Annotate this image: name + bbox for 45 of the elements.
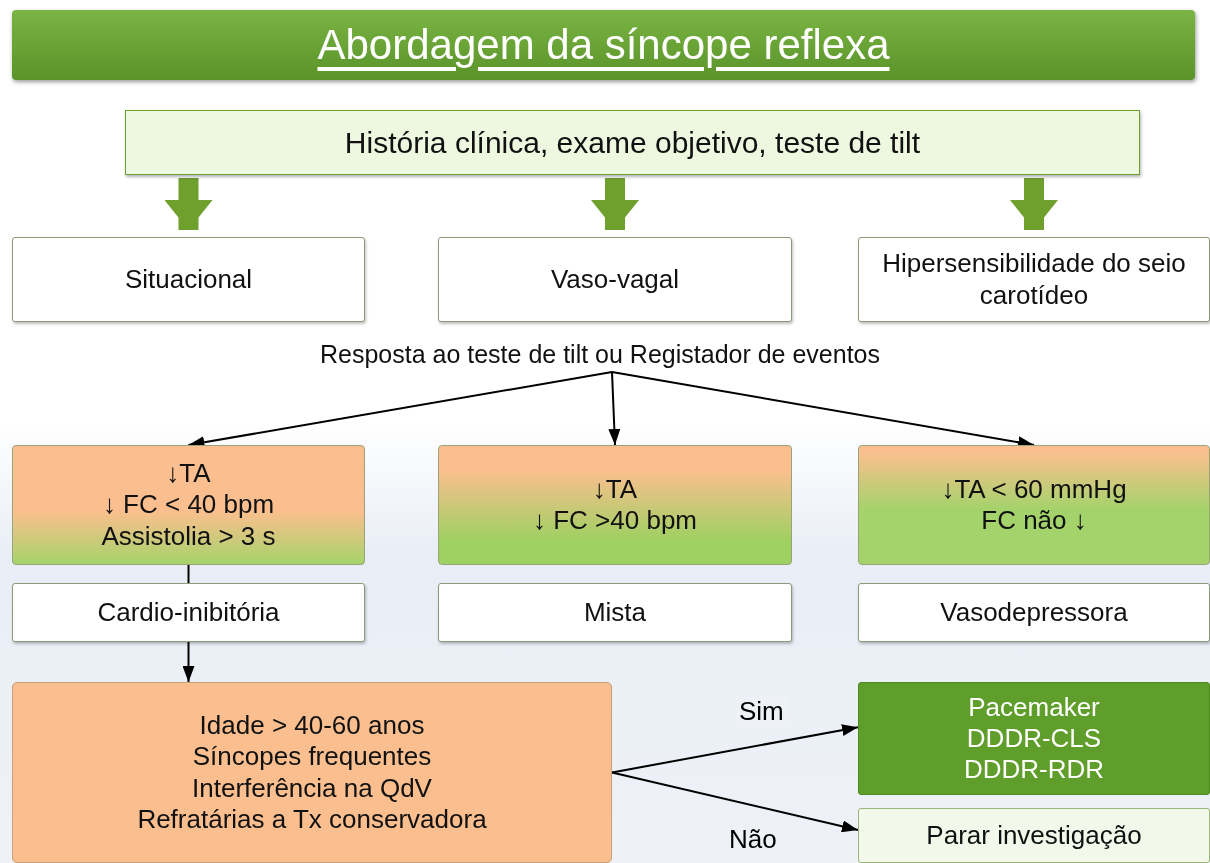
box-text: DDDR-RDR bbox=[963, 754, 1105, 786]
category-box bbox=[438, 237, 792, 322]
box-text: ↓TA < 60 mmHg bbox=[941, 473, 1127, 505]
arrow bbox=[182, 641, 195, 683]
title: Abordagem da síncope reflexa bbox=[317, 21, 890, 69]
criteria-box bbox=[12, 682, 612, 863]
arrow bbox=[608, 371, 621, 446]
box-text: FC não ↓ bbox=[981, 505, 1087, 537]
category-box bbox=[12, 583, 365, 642]
response-text: Resposta ao teste de tilt ou Registador de eventos bbox=[300, 336, 900, 372]
block-arrow bbox=[164, 178, 213, 230]
box-text: Refratárias a Tx conservadora bbox=[137, 803, 487, 835]
box-text: ↓TA bbox=[592, 473, 638, 505]
process-box bbox=[125, 110, 1140, 175]
box-text: Interferência na QdV bbox=[192, 772, 432, 804]
response-box bbox=[438, 445, 792, 565]
box-text: Assistolia > 3 s bbox=[101, 520, 276, 552]
response-box bbox=[858, 445, 1210, 565]
box-text: Cardio-inibitória bbox=[97, 596, 280, 629]
category-box bbox=[12, 237, 365, 322]
box-text: Parar investigação bbox=[926, 819, 1142, 852]
box-text: Síncopes frequentes bbox=[192, 741, 432, 773]
box-text: ↓ FC < 40 bpm bbox=[102, 489, 275, 521]
box-text: Vasodepressora bbox=[940, 596, 1128, 629]
box-text: ↓ FC >40 bpm bbox=[533, 505, 697, 537]
outcome-box bbox=[858, 808, 1210, 863]
box-text: História clínica, exame objetivo, teste de tilt bbox=[344, 124, 921, 161]
box-text: Pacemaker bbox=[968, 691, 1100, 723]
response-box bbox=[12, 445, 365, 565]
category-box bbox=[858, 583, 1210, 642]
box-text: Vaso-vagal bbox=[550, 263, 680, 296]
box-text: Mista bbox=[583, 596, 647, 629]
box-text: Hipersensibilidade do seio carotídeo bbox=[881, 248, 1187, 311]
category-box bbox=[858, 237, 1210, 322]
block-arrow bbox=[1010, 178, 1058, 230]
arrow bbox=[611, 771, 859, 833]
connector-line bbox=[187, 564, 190, 584]
treatment-box bbox=[858, 682, 1210, 795]
category-box bbox=[438, 583, 792, 642]
box-text: ↓TA bbox=[166, 458, 211, 490]
box-text: Situacional bbox=[124, 263, 253, 296]
box-text: Idade > 40-60 anos bbox=[199, 710, 425, 742]
block-arrow bbox=[591, 178, 639, 230]
arrow bbox=[611, 724, 859, 774]
box-text: DDDR-CLS bbox=[966, 722, 1102, 755]
